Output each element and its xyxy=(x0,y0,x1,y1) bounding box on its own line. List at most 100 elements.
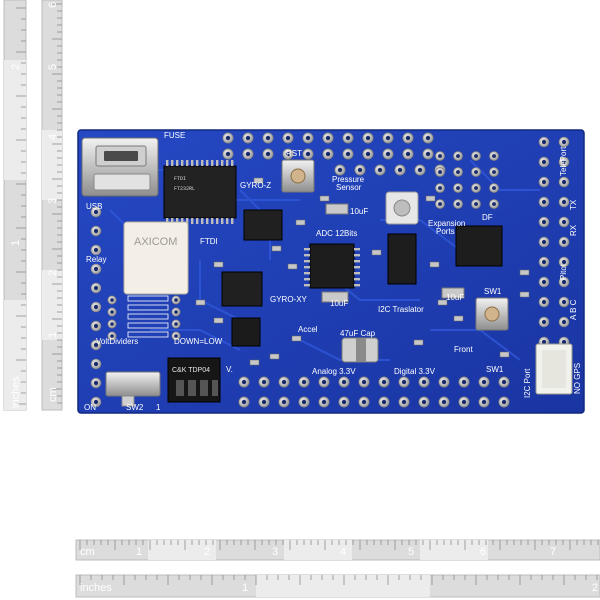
header-pad-hole xyxy=(541,199,547,205)
smd-part xyxy=(519,291,530,298)
header-pad-hole xyxy=(321,399,327,405)
vertical-ruler-cm-tick-4: 4 xyxy=(47,134,59,140)
svg-text:FT232RL: FT232RL xyxy=(174,186,195,192)
label-expansion: Expansion xyxy=(428,219,465,228)
header-pad-hole xyxy=(421,399,427,405)
header-pads-left[interactable] xyxy=(90,206,102,408)
label-ftdi: FTDI xyxy=(200,237,218,246)
header-pad-hole xyxy=(265,151,271,157)
horizontal-ruler-inch-tick-1: 1 xyxy=(242,582,248,594)
smd-part xyxy=(295,219,306,226)
pressure-sensor xyxy=(385,191,419,225)
chip-pin xyxy=(354,266,360,269)
header-pad-hole xyxy=(541,139,547,145)
header-pad-hole xyxy=(561,199,567,205)
gyro-xy-chip xyxy=(221,271,263,307)
header-pad-hole xyxy=(110,334,114,338)
header-pad-hole xyxy=(261,379,267,385)
header-pad-hole xyxy=(385,135,391,141)
label-rx: RX xyxy=(569,224,578,236)
header-pad-hole xyxy=(401,379,407,385)
chip-pin xyxy=(176,218,179,224)
chip-pin xyxy=(304,272,310,275)
chip-pin xyxy=(166,218,169,224)
header-pad-hole xyxy=(93,209,99,215)
svg-text:FTDI: FTDI xyxy=(174,176,186,182)
header-pad-hole xyxy=(561,139,567,145)
volt-divider-pads[interactable] xyxy=(107,295,181,341)
rst-button[interactable] xyxy=(281,159,315,193)
smd-part xyxy=(437,299,448,306)
smd-part xyxy=(253,177,264,184)
header-pad-hole xyxy=(561,179,567,185)
sw1-button[interactable] xyxy=(475,297,509,331)
label-accel: Accel xyxy=(298,325,318,334)
label-vsw: V. xyxy=(226,365,233,374)
header-pad-hole xyxy=(357,167,363,173)
label-teleport: TelePort xyxy=(559,146,568,176)
i2c-translator-chip xyxy=(387,233,417,285)
volt-divider-resistor xyxy=(127,313,169,320)
usb-connector[interactable] xyxy=(81,137,159,197)
header-pads-bottom[interactable] xyxy=(238,376,510,408)
header-pad-hole xyxy=(93,247,99,253)
label-df: DF xyxy=(482,213,493,222)
label-pitot: Pitot xyxy=(559,263,568,280)
chip-pin xyxy=(176,160,179,166)
label-on: ON xyxy=(84,403,96,412)
header-pad-hole xyxy=(341,379,347,385)
header-pad-hole xyxy=(93,285,99,291)
chip-pin xyxy=(304,260,310,263)
header-pad-hole xyxy=(93,399,99,405)
header-pad-hole xyxy=(438,170,442,174)
header-pad-hole xyxy=(492,154,496,158)
chip-pin xyxy=(354,260,360,263)
chip-pin xyxy=(354,278,360,281)
header-pad-hole xyxy=(377,167,383,173)
chip-pin xyxy=(171,160,174,166)
i2c-port-connector[interactable] xyxy=(535,343,573,395)
chip-pin xyxy=(304,248,310,251)
header-pad-hole xyxy=(93,266,99,272)
header-pad-hole xyxy=(381,379,387,385)
expansion-port-pads[interactable] xyxy=(435,151,499,209)
chip-pin xyxy=(191,160,194,166)
smd-part xyxy=(195,299,206,306)
smd-part xyxy=(271,245,282,252)
chip-pin xyxy=(191,218,194,224)
chip-pin xyxy=(186,218,189,224)
header-pad-hole xyxy=(456,170,460,174)
accel-chip xyxy=(231,317,261,347)
header-pad-hole xyxy=(561,299,567,305)
header-pad-hole xyxy=(456,154,460,158)
header-pad-hole xyxy=(93,361,99,367)
header-pad-hole xyxy=(461,399,467,405)
dip-switch[interactable]: C&K TDP04 xyxy=(167,357,221,403)
chip-pin xyxy=(304,278,310,281)
chip-pin xyxy=(201,218,204,224)
header-pad-hole xyxy=(365,135,371,141)
smd-part xyxy=(269,353,280,360)
header-pad-hole xyxy=(337,167,343,173)
header-pad-hole xyxy=(245,151,251,157)
header-pad-hole xyxy=(501,379,507,385)
horizontal-ruler: cm 1 2 3 4 5 6 7 inches 1 2 xyxy=(75,539,600,598)
label-sensor: Sensor xyxy=(336,183,362,192)
chip-pin xyxy=(354,272,360,275)
chip-pin xyxy=(196,160,199,166)
chip-pin xyxy=(211,160,214,166)
header-pad-hole xyxy=(285,135,291,141)
vertical-ruler-ticks xyxy=(16,3,62,405)
chip-pin xyxy=(354,254,360,257)
label-i2c-traslator: I2C Traslator xyxy=(378,305,424,314)
horizontal-ruler-ticks xyxy=(79,540,599,585)
header-pad-hole xyxy=(492,170,496,174)
header-pad-hole xyxy=(281,399,287,405)
smd-part xyxy=(319,195,330,202)
header-pad-hole xyxy=(225,151,231,157)
horizontal-ruler-cm-tick-1: 1 xyxy=(136,546,142,558)
sw2-slide-switch[interactable] xyxy=(105,371,161,407)
header-pad-hole xyxy=(441,379,447,385)
label-sw1-a: SW1 xyxy=(484,287,502,296)
header-pads-top[interactable] xyxy=(222,132,446,176)
